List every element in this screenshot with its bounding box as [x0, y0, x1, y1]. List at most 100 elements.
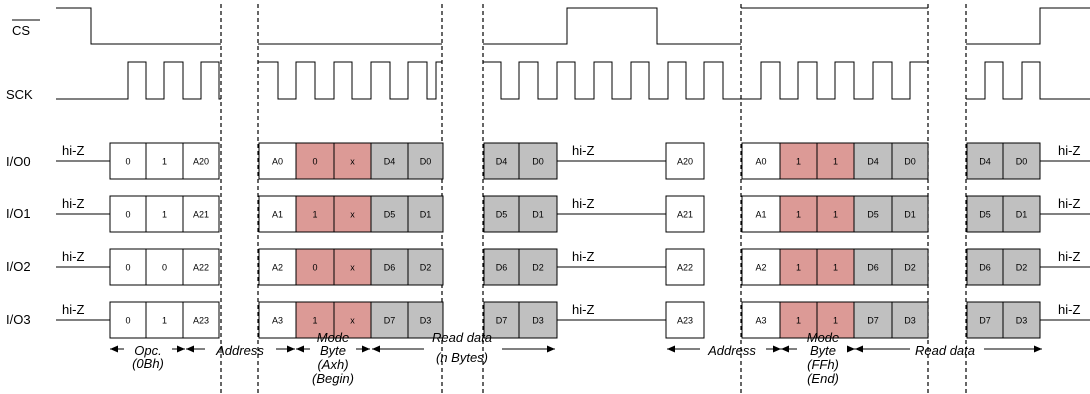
cell-value: D6 [496, 263, 508, 273]
sck-trace [56, 61, 221, 100]
cell-value: 0 [125, 157, 130, 167]
io3-opcode-cell: 0 [109, 301, 147, 339]
cell-value: D0 [1016, 157, 1028, 167]
cell-value: A2 [755, 263, 766, 273]
cell-value: 1 [833, 316, 838, 326]
cell-value: D7 [496, 316, 508, 326]
hiz-label: hi-Z [572, 196, 594, 211]
address-annotation-1: Address [215, 343, 264, 358]
sck-trace [741, 61, 928, 100]
cell-value: D5 [496, 210, 508, 220]
read1-line-1: Read data [432, 330, 492, 345]
cell-value: 0 [125, 316, 130, 326]
io3-address-mode-read-1-cell: D7 [370, 301, 409, 339]
cs-trace [56, 7, 221, 45]
arrow-head [186, 345, 194, 353]
io1-address-mode-read-1-cell: A1 [258, 195, 297, 233]
io0-address-mode-read-1-cell: x [333, 142, 372, 180]
cell-value: A21 [193, 210, 209, 220]
cell-value: D7 [867, 316, 879, 326]
io0-address-mode-read-1-cell: A0 [258, 142, 297, 180]
sck-waveform [56, 61, 1090, 100]
io2-address-mode-read-1-cell: x [333, 248, 372, 286]
mode1-line-4: (Begin) [312, 371, 354, 386]
arrow-head [847, 345, 855, 353]
cell-value: D2 [532, 263, 544, 273]
io0-opcode-cell: 1 [145, 142, 184, 180]
cell-value: 1 [162, 316, 167, 326]
io3-address-mode-read-1-cell: 1 [295, 301, 335, 339]
cell-value: D0 [904, 157, 916, 167]
cell-value: x [350, 263, 355, 273]
sck-trace [483, 61, 741, 100]
cell-value: D3 [1016, 316, 1028, 326]
io1-read-2-cell: D5 [966, 195, 1004, 233]
cell-value: A23 [193, 316, 209, 326]
cell-value: D6 [979, 263, 991, 273]
io0-read-1-cell: D0 [518, 142, 558, 180]
io1-address-mode-read-1-cell: D5 [370, 195, 409, 233]
io2-read-1-cell: D6 [483, 248, 520, 286]
io2-address-mode-read-1-cell: D6 [370, 248, 409, 286]
io2-address-2-cell: A22 [665, 248, 705, 286]
arrow-head [372, 345, 380, 353]
hiz-label: hi-Z [1058, 143, 1080, 158]
cs-trace [966, 7, 1090, 45]
arrow-head [855, 345, 863, 353]
io0-address-mode-read-1-cell: D4 [370, 142, 409, 180]
io3-read-1-cell: D3 [518, 301, 558, 339]
io3-address-mode-read-2-cell: D7 [853, 301, 893, 339]
hiz-label: hi-Z [1058, 196, 1080, 211]
io0-read-1-cell: D4 [483, 142, 520, 180]
mode1-line-1: Mode [317, 330, 350, 345]
cell-value: D1 [420, 210, 432, 220]
cell-value: D7 [384, 316, 396, 326]
io0-address-mode-read-2-cell: D0 [891, 142, 929, 180]
io2-address-mode-read-1-cell: A2 [258, 248, 297, 286]
cell-value: 1 [312, 210, 317, 220]
io0-read-2-cell: D0 [1002, 142, 1041, 180]
io2-opcode-cell: A22 [182, 248, 220, 286]
sck-trace [258, 61, 442, 100]
io3-label: I/O3 [6, 312, 31, 327]
arrow-head [287, 345, 295, 353]
io1-read-1-cell: D5 [483, 195, 520, 233]
io2-opcode-cell: 0 [109, 248, 147, 286]
io0-address-mode-read-2-cell: 1 [816, 142, 855, 180]
io1-opcode-cell: 1 [145, 195, 184, 233]
cell-value: 1 [162, 157, 167, 167]
cell-value: 1 [833, 263, 838, 273]
cell-value: D6 [867, 263, 879, 273]
cell-value: D4 [384, 157, 396, 167]
io1-read-1-cell: D1 [518, 195, 558, 233]
io3-address-mode-read-2-cell: A3 [741, 301, 781, 339]
cell-value: 0 [125, 210, 130, 220]
arrow-head [773, 345, 781, 353]
hiz-label: hi-Z [62, 302, 84, 317]
read-data-annotation-1: Read data (n Bytes) [432, 330, 492, 365]
io1-address-mode-read-2-cell: D5 [853, 195, 893, 233]
io0-address-mode-read-1-cell: D0 [407, 142, 444, 180]
address-annotation-2: Address [707, 343, 756, 358]
cell-value: 1 [796, 316, 801, 326]
io1-address-mode-read-2-cell: 1 [816, 195, 855, 233]
cell-value: A0 [272, 157, 283, 167]
cell-value: D7 [979, 316, 991, 326]
io2-address-mode-read-1-cell: D2 [407, 248, 444, 286]
hiz-label: hi-Z [1058, 302, 1080, 317]
arrow-head [781, 345, 789, 353]
hiz-label: hi-Z [62, 196, 84, 211]
arrow-head [1034, 345, 1042, 353]
cell-value: D2 [904, 263, 916, 273]
io1-address-mode-read-2-cell: 1 [779, 195, 818, 233]
cell-value: 0 [312, 263, 317, 273]
cell-value: A22 [193, 263, 209, 273]
arrow-head [362, 345, 370, 353]
cell-value: D1 [1016, 210, 1028, 220]
io1-opcode-cell: A21 [182, 195, 220, 233]
io0-opcode-cell: 0 [109, 142, 147, 180]
mode-byte-annotation-1: Mode Byte (Axh) (Begin) [312, 330, 354, 386]
cell-value: D5 [384, 210, 396, 220]
hiz-label: hi-Z [62, 143, 84, 158]
